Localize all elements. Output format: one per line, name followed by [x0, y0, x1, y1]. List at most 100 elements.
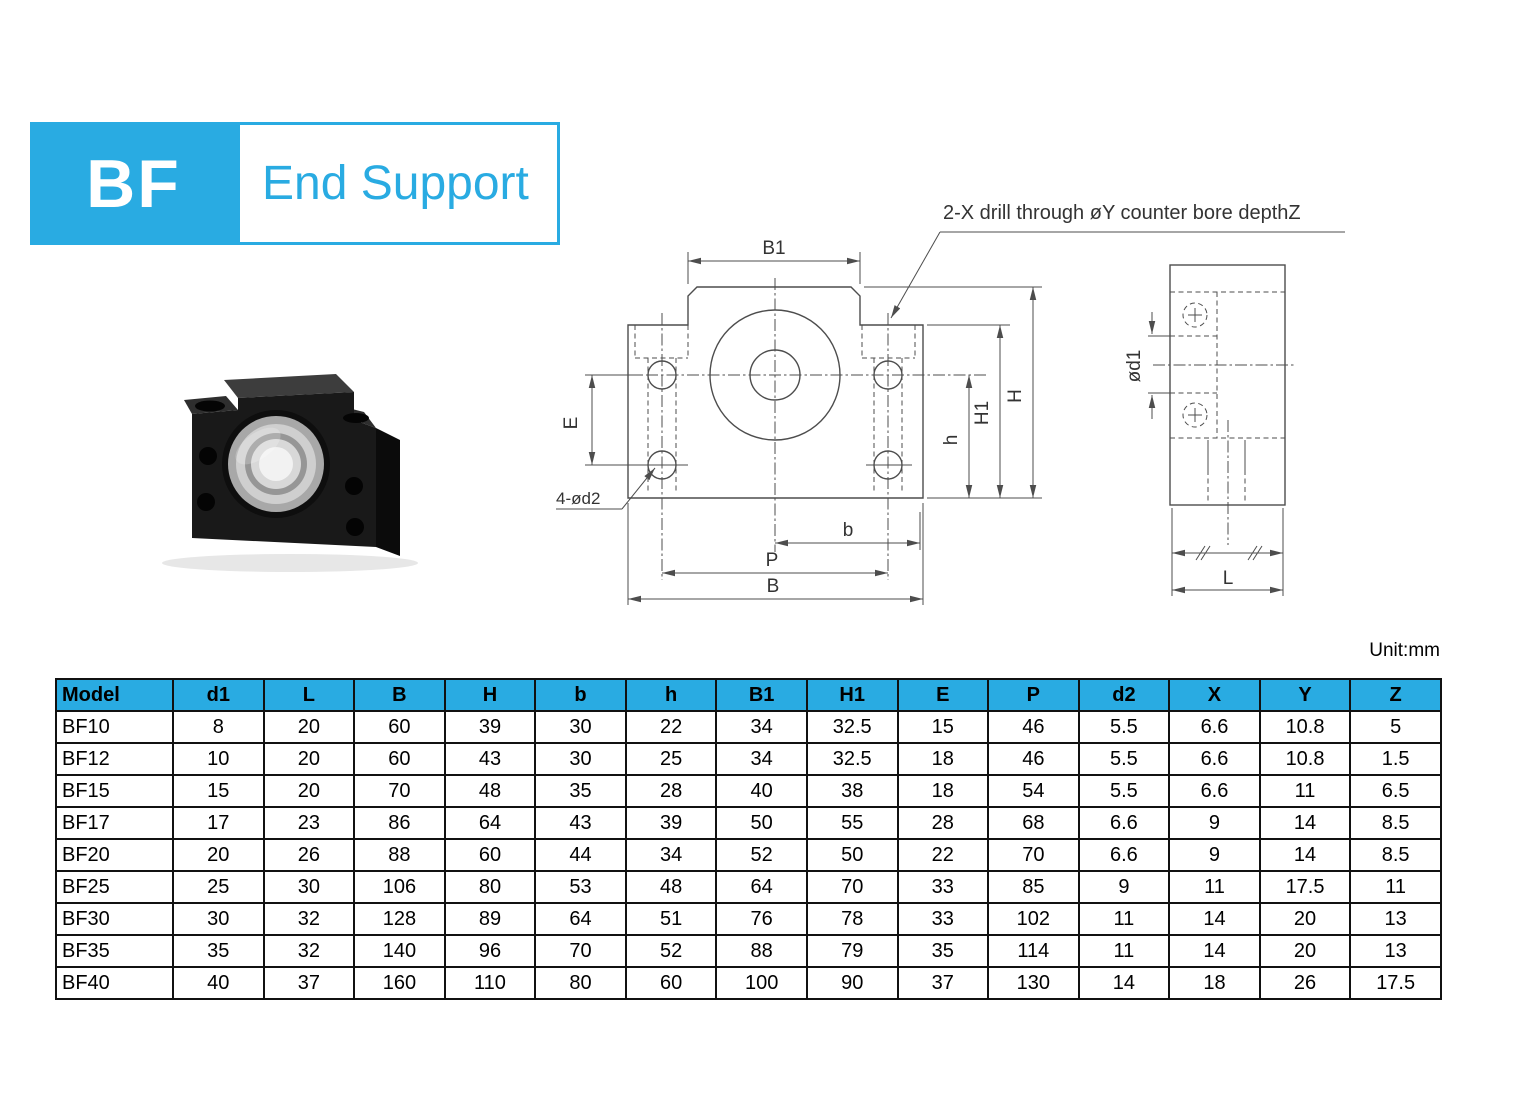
value-cell: 11: [1258, 774, 1352, 808]
value-cell: 64: [534, 902, 627, 936]
value-cell: 28: [624, 774, 718, 808]
value-cell: 8.5: [1349, 838, 1442, 872]
value-cell: 110: [443, 966, 537, 1000]
value-cell: 88: [715, 934, 808, 968]
value-cell: 80: [534, 966, 627, 1000]
value-cell: 40: [172, 966, 265, 1000]
value-cell: 18: [896, 742, 990, 776]
value-cell: 10.8: [1258, 710, 1352, 744]
value-cell: 22: [624, 710, 718, 744]
value-cell: 39: [624, 806, 718, 840]
column-header-l: L: [262, 678, 356, 712]
value-cell: 52: [715, 838, 808, 872]
model-cell: BF15: [55, 774, 174, 808]
value-cell: 86: [353, 806, 446, 840]
value-cell: 17: [172, 806, 265, 840]
model-cell: BF25: [55, 870, 174, 904]
value-cell: 30: [534, 710, 627, 744]
value-cell: 80: [443, 870, 537, 904]
value-cell: 60: [353, 710, 446, 744]
value-cell: 5.5: [1077, 710, 1171, 744]
value-cell: 17.5: [1349, 966, 1442, 1000]
product-photo: [162, 374, 418, 572]
model-cell: BF12: [55, 742, 174, 776]
value-cell: 15: [896, 710, 990, 744]
model-cell: BF30: [55, 902, 174, 936]
value-cell: 55: [805, 806, 899, 840]
value-cell: 40: [715, 774, 808, 808]
value-cell: 32.5: [805, 710, 899, 744]
value-cell: 70: [534, 934, 627, 968]
value-cell: 26: [1258, 966, 1352, 1000]
front-view: B1 E 4-ød2 b P B h H1 H: [556, 238, 1042, 605]
value-cell: 9: [1168, 838, 1261, 872]
dim-label-d1-bore: ød1: [1124, 350, 1145, 383]
column-header-e: E: [896, 678, 990, 712]
value-cell: 79: [805, 934, 899, 968]
dim-label-b1: B1: [762, 238, 785, 259]
column-header-z: Z: [1349, 678, 1442, 712]
value-cell: 102: [987, 902, 1080, 936]
value-cell: 140: [353, 934, 446, 968]
value-cell: 5.5: [1077, 774, 1171, 808]
value-cell: 43: [534, 806, 627, 840]
value-cell: 60: [624, 966, 718, 1000]
value-cell: 5: [1349, 710, 1442, 744]
model-cell: BF17: [55, 806, 174, 840]
value-cell: 34: [715, 710, 808, 744]
value-cell: 25: [624, 742, 718, 776]
value-cell: 50: [805, 838, 899, 872]
value-cell: 25: [172, 870, 265, 904]
value-cell: 44: [534, 838, 627, 872]
column-header-d1: d1: [172, 678, 265, 712]
end-support-photo-shape: [162, 374, 418, 572]
value-cell: 39: [443, 710, 537, 744]
value-cell: 17.5: [1258, 870, 1352, 904]
value-cell: 78: [805, 902, 899, 936]
value-cell: 11: [1168, 870, 1261, 904]
dim-label-b-total: B: [767, 576, 780, 597]
value-cell: 20: [262, 710, 356, 744]
model-cell: BF20: [55, 838, 174, 872]
value-cell: 22: [896, 838, 990, 872]
drill-annotation-text: 2-X drill through øY counter bore depthZ: [943, 202, 1301, 224]
value-cell: 53: [534, 870, 627, 904]
value-cell: 10: [172, 742, 265, 776]
value-cell: 23: [262, 806, 356, 840]
value-cell: 20: [262, 742, 356, 776]
value-cell: 9: [1168, 806, 1261, 840]
value-cell: 89: [443, 902, 537, 936]
value-cell: 35: [172, 934, 265, 968]
value-cell: 52: [624, 934, 718, 968]
value-cell: 35: [896, 934, 990, 968]
side-view: ød1 L: [1124, 264, 1294, 596]
value-cell: 48: [443, 774, 537, 808]
value-cell: 48: [624, 870, 718, 904]
value-cell: 6.6: [1168, 742, 1261, 776]
technical-drawing: B1 E 4-ød2 b P B h H1 H 2-X drill throug…: [556, 202, 1345, 605]
value-cell: 32: [262, 934, 356, 968]
value-cell: 6.6: [1168, 710, 1261, 744]
model-cell: BF10: [55, 710, 174, 744]
value-cell: 13: [1349, 902, 1442, 936]
value-cell: 18: [896, 774, 990, 808]
value-cell: 14: [1168, 902, 1261, 936]
value-cell: 14: [1168, 934, 1261, 968]
value-cell: 160: [353, 966, 446, 1000]
value-cell: 130: [987, 966, 1080, 1000]
value-cell: 68: [987, 806, 1080, 840]
dim-label-e: E: [561, 417, 582, 430]
value-cell: 106: [353, 870, 446, 904]
value-cell: 20: [172, 838, 265, 872]
unit-note: Unit:mm: [1369, 640, 1440, 661]
value-cell: 33: [896, 870, 990, 904]
value-cell: 51: [624, 902, 718, 936]
dim-label-h-small: h: [941, 435, 962, 446]
